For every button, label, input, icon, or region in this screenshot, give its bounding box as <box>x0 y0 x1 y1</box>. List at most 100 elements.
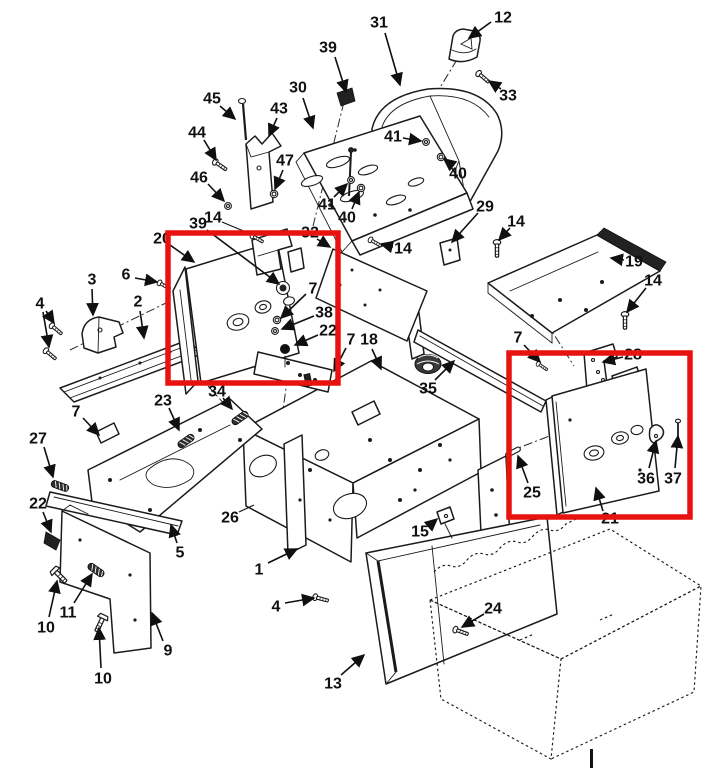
part-number-label: 15 <box>411 524 429 541</box>
callout-leader-line <box>442 158 458 172</box>
callout-leader-line <box>40 311 54 349</box>
part-number-label: 40 <box>449 166 467 183</box>
callout-leader-line <box>219 395 234 411</box>
callout-leader-line <box>268 117 280 138</box>
part-number-label: 6 <box>122 267 131 284</box>
part-number-label: 44 <box>188 125 206 142</box>
callout-4-bottom: 4 <box>272 593 316 616</box>
page-mark <box>590 749 593 768</box>
part-number-label: 24 <box>484 601 502 618</box>
callout-leader-line <box>302 97 316 130</box>
callout-leader-line <box>434 359 456 381</box>
part-number-label: 23 <box>154 393 172 410</box>
callout-33: 33 <box>487 80 517 105</box>
callout-22-box1: 22 <box>293 323 337 347</box>
highlight-box-right <box>506 350 693 520</box>
part-bracket-3 <box>81 316 124 354</box>
part-number-label: 2 <box>134 294 143 311</box>
part-number-label: 14 <box>394 241 412 258</box>
part-number-label: 9 <box>164 643 173 660</box>
part-number-label: 19 <box>625 254 643 271</box>
part-number-label: 25 <box>523 485 541 502</box>
callout-leader-line <box>279 293 307 320</box>
part-number-label: 41 <box>318 197 336 214</box>
callout-14-a: 14 <box>497 214 525 242</box>
callout-6: 6 <box>122 267 159 287</box>
callout-13: 13 <box>324 653 366 693</box>
part-number-label: 31 <box>370 15 388 32</box>
callout-leader-line <box>340 653 366 676</box>
callout-34: 34 <box>208 384 234 411</box>
part-number-label: 4 <box>272 599 281 616</box>
part-number-label: 18 <box>360 332 378 349</box>
callout-leader-line <box>280 315 315 331</box>
callout-40-upper: 40 <box>442 158 467 183</box>
part-number-label: 37 <box>664 471 682 488</box>
part-side-panel-9 <box>43 491 183 654</box>
callout-46: 46 <box>190 170 226 203</box>
callout-leader-line <box>284 593 316 607</box>
callout-39-box: 39 <box>189 216 281 285</box>
callout-leader-line <box>73 572 93 604</box>
callout-27: 27 <box>29 431 56 479</box>
callout-24: 24 <box>460 601 502 628</box>
callout-47: 47 <box>273 153 294 191</box>
callout-leader-line <box>40 511 53 534</box>
callout-18: 18 <box>360 332 382 371</box>
part-number-label: 39 <box>189 216 207 233</box>
callout-leader-line <box>42 309 55 325</box>
callout-leader-line <box>460 613 485 628</box>
callout-43: 43 <box>268 101 288 138</box>
part-clip-15 <box>436 506 455 539</box>
callout-35: 35 <box>419 359 456 398</box>
callout-38: 38 <box>280 305 333 331</box>
diagram-artwork <box>41 28 703 760</box>
callout-leader-line <box>219 105 237 121</box>
callout-5: 5 <box>168 523 185 562</box>
part-plate-29 <box>439 237 461 266</box>
part-number-label: 7 <box>514 330 523 347</box>
callout-10-b: 10 <box>93 626 112 688</box>
callout-leader-line <box>168 523 181 544</box>
callout-leader-line <box>93 626 106 669</box>
part-number-label: 40 <box>338 210 356 227</box>
callout-23: 23 <box>154 393 180 432</box>
callout-7-box1: 7 <box>279 281 318 320</box>
part-number-label: 29 <box>476 199 494 216</box>
callout-2: 2 <box>134 294 149 340</box>
part-sheet-32 <box>315 248 428 342</box>
callout-leader-line <box>134 273 159 287</box>
callout-30: 30 <box>289 80 316 130</box>
callout-41-upper: 41 <box>384 129 423 146</box>
callout-leader-line <box>670 434 684 469</box>
callout-leader-line <box>333 182 349 198</box>
part-seat-base-dashed <box>428 517 703 760</box>
callout-leader-line <box>516 454 529 484</box>
part-number-label: 36 <box>637 471 655 488</box>
part-number-label: 14 <box>644 273 662 290</box>
callout-14-d: 14 <box>379 241 412 258</box>
part-number-label: 7 <box>309 281 318 298</box>
callout-leader-line <box>402 132 423 146</box>
callout-leader-line <box>450 212 479 244</box>
part-number-label: 4 <box>36 296 45 313</box>
part-dash-panel <box>295 115 474 256</box>
callout-leader-line <box>238 504 255 513</box>
callout-22-left: 22 <box>29 496 53 534</box>
part-number-label: 5 <box>176 545 185 562</box>
part-number-label: 3 <box>88 272 97 289</box>
part-grommet-18 <box>414 354 442 374</box>
callout-45: 45 <box>203 91 237 121</box>
callout-leader-line <box>348 190 361 210</box>
callout-4-left: 4 <box>36 296 55 349</box>
callout-36: 36 <box>637 439 660 488</box>
callout-leader-line <box>169 244 196 263</box>
callout-29: 29 <box>450 199 494 244</box>
callout-leader-line <box>82 417 101 437</box>
callout-leader-line <box>609 253 625 267</box>
callout-10-a: 10 <box>37 579 61 637</box>
part-number-label: 43 <box>270 101 288 118</box>
part-number-label: 27 <box>29 431 47 448</box>
